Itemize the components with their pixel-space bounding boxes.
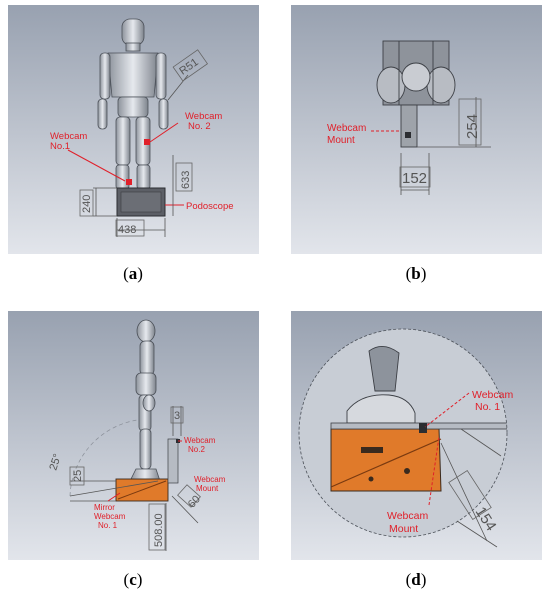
annotation-leaders-a	[67, 122, 184, 206]
dim-508: 508.00	[153, 513, 165, 547]
panel-c-drawing: 3 25° 25 60 508.00 Webcam No.2 Webcam Mo…	[8, 311, 259, 560]
panel-a: R51 240 633 438 Webcam No.1 Webcam No. 2…	[8, 5, 259, 254]
annotation-leaders-d	[424, 392, 470, 506]
robot-figure	[97, 18, 169, 190]
caption-d: (d)	[405, 570, 427, 589]
label-mirror-webcam: Webcam	[94, 512, 126, 521]
label-mirror: Mirror	[94, 503, 115, 512]
detail-view	[299, 329, 507, 537]
dim-3: 3	[174, 410, 180, 422]
dimension-lines-a	[93, 74, 189, 237]
panel-a-drawing: R51 240 633 438 Webcam No.1 Webcam No. 2…	[8, 5, 259, 254]
label-webcam-2-line1: Webcam	[185, 111, 222, 122]
dim-25-degrees: 25°	[47, 452, 64, 472]
dimension-lines-b	[400, 97, 491, 195]
panel-b-drawing: 254 152 Webcam Mount	[291, 5, 542, 254]
annotations-b: Webcam Mount	[327, 123, 366, 146]
label-webcam-mount-line2: Mount	[327, 135, 355, 146]
label-webcam-1-line1: Webcam	[50, 131, 87, 142]
dim-254: 254	[464, 114, 481, 139]
label-mirror-webcam-no: No. 1	[98, 521, 118, 530]
label-webcam-1-line2: No.1	[50, 141, 70, 152]
panel-d: 154 Webcam No. 1 Webcam Mount	[291, 311, 542, 560]
label-podoscope: Podoscope	[186, 201, 234, 212]
annotations-c: Webcam No.2 Webcam Mount Mirror Webcam N…	[94, 436, 226, 530]
dimension-lines-d	[440, 428, 502, 548]
panel-background	[8, 311, 259, 560]
caption-b: (b)	[405, 264, 427, 283]
robot-side-view	[129, 319, 161, 482]
label-webcam-mount-line2: Mount	[389, 523, 418, 535]
webcam-mount-c	[167, 438, 179, 484]
label-webcam-mount-line1: Webcam	[194, 475, 226, 484]
base-top-view	[376, 40, 456, 106]
label-webcam-2-line2: No.2	[188, 445, 205, 454]
caption-a: (a)	[123, 264, 143, 283]
panel-c: 3 25° 25 60 508.00 Webcam No.2 Webcam Mo…	[8, 311, 259, 560]
label-webcam-1-line2: No. 1	[475, 401, 500, 413]
label-webcam-1-line1: Webcam	[472, 389, 513, 401]
angle-arc	[69, 418, 151, 497]
annotations-a: Webcam No.1 Webcam No. 2 Podoscope	[50, 111, 234, 212]
webcam-1-marker	[126, 179, 132, 185]
label-webcam-mount-line2: Mount	[196, 484, 219, 493]
label-webcam-2-line2: No. 2	[188, 121, 211, 132]
detail-circle	[298, 328, 508, 538]
panel-b: 254 152 Webcam Mount	[291, 5, 542, 254]
dim-438: 438	[118, 224, 136, 236]
dim-240: 240	[81, 195, 93, 213]
dim-633: 633	[180, 171, 192, 189]
caption-c: (c)	[123, 570, 143, 589]
panel-d-drawing: 154 Webcam No. 1 Webcam Mount	[291, 311, 542, 560]
label-webcam-2-line1: Webcam	[184, 436, 216, 445]
dim-25: 25	[72, 470, 84, 482]
webcam-mount	[400, 104, 418, 148]
annotations-d: Webcam No. 1 Webcam Mount	[387, 389, 513, 535]
webcam-2-marker	[144, 139, 150, 145]
label-webcam-mount-line1: Webcam	[387, 510, 428, 522]
dim-152: 152	[402, 170, 427, 187]
label-webcam-mount-line1: Webcam	[327, 123, 366, 134]
annotation-leaders-c	[107, 440, 182, 502]
